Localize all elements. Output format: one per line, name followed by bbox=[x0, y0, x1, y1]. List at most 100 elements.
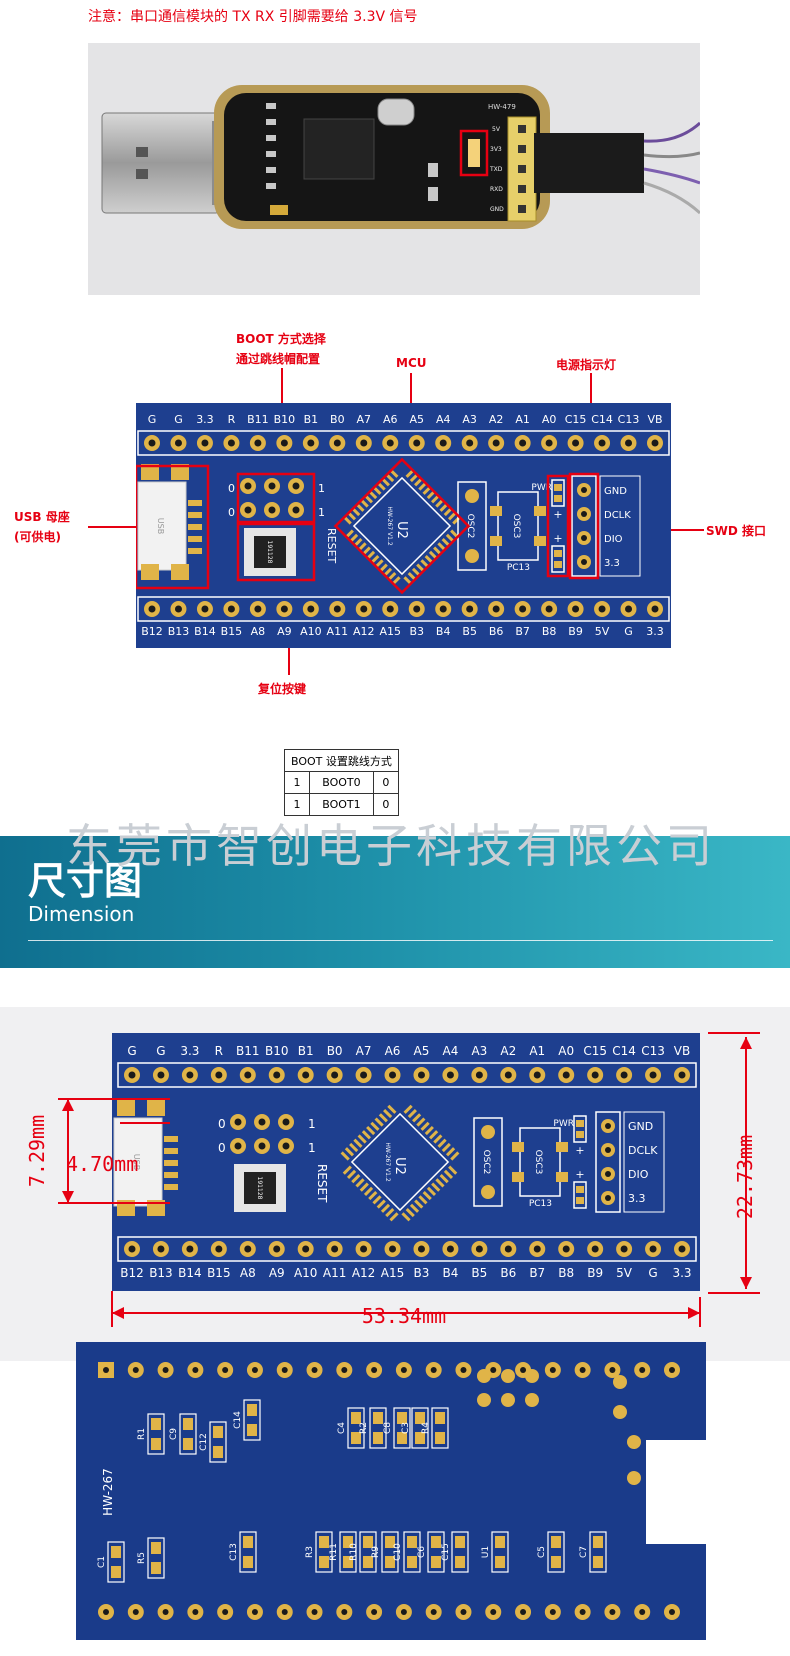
usb-signal-pad bbox=[188, 524, 202, 530]
bottom-top-hole bbox=[609, 1367, 616, 1373]
pc13-label: PC13 bbox=[507, 563, 530, 573]
bottom-component-pad bbox=[407, 1536, 417, 1548]
table-cell: 0 bbox=[372, 793, 399, 816]
annotation-usb-line2: (可供电) bbox=[14, 530, 61, 544]
mcu-pin bbox=[403, 1104, 413, 1114]
boot-pin-hole bbox=[268, 506, 276, 514]
bottom-pin-label: B5 bbox=[471, 1266, 487, 1280]
usb-plug bbox=[101, 112, 221, 214]
bottom-component-label: C4 bbox=[337, 1422, 347, 1434]
top-pin-label: A7 bbox=[356, 1044, 372, 1058]
reset-label: RESET bbox=[315, 1164, 329, 1203]
bottom-via-pad bbox=[525, 1369, 539, 1383]
bottom-component-outline bbox=[347, 1407, 365, 1449]
mcu-pin bbox=[450, 1151, 460, 1161]
top-pin-outline bbox=[137, 430, 670, 456]
bottom-component-pad bbox=[551, 1536, 561, 1548]
bottom-component-pad bbox=[343, 1556, 353, 1568]
mcu-pin bbox=[414, 1199, 424, 1209]
bottom-top-hole bbox=[103, 1367, 109, 1373]
osc2-pad bbox=[481, 1125, 495, 1139]
mcu-pin bbox=[409, 1203, 420, 1213]
pwr-label: PWR bbox=[531, 483, 552, 493]
pc13-led-polarity: + bbox=[575, 1168, 584, 1181]
bottom-pin-label: B6 bbox=[489, 625, 504, 638]
swd-pin-label: 3.3 bbox=[628, 1192, 646, 1205]
bottom-pin-label: A15 bbox=[381, 1266, 404, 1280]
bottom-component-label: C6 bbox=[417, 1546, 427, 1558]
bottom-pin-label: B3 bbox=[409, 625, 424, 638]
bottom-pin-label: A8 bbox=[240, 1266, 256, 1280]
usb-signal-pad bbox=[164, 1172, 178, 1178]
highlight-mcu bbox=[333, 457, 471, 595]
bottom-component-outline bbox=[547, 1531, 565, 1573]
dimension-height-22: 22.73mm bbox=[733, 1135, 757, 1219]
osc2-outline bbox=[457, 481, 487, 571]
bottom-via-pad bbox=[501, 1393, 515, 1407]
boot-label-1a: 1 bbox=[308, 1117, 316, 1131]
swd-outline bbox=[571, 475, 597, 577]
bottom-component-outline bbox=[427, 1531, 445, 1573]
pc13-led-pad bbox=[554, 550, 562, 557]
mcu-pin bbox=[420, 1121, 430, 1131]
top-pin-label: A1 bbox=[515, 413, 530, 426]
bottom-component-pad bbox=[343, 1536, 353, 1548]
osc3-label: OSC3 bbox=[533, 1150, 543, 1175]
mcu-pin bbox=[431, 1182, 441, 1192]
pin-label-gnd: GND bbox=[490, 206, 504, 213]
bottom-top-hole bbox=[400, 1367, 407, 1373]
mcu-pin bbox=[340, 1151, 350, 1161]
bottom-component-pad bbox=[455, 1536, 465, 1548]
mcu-pin bbox=[363, 1186, 374, 1196]
bottom-pin-label: G bbox=[648, 1266, 657, 1280]
bottom-pin-hole bbox=[651, 605, 659, 613]
top-pin-hole bbox=[492, 439, 500, 447]
mcu-pin bbox=[346, 1169, 357, 1179]
top-pin-hole bbox=[307, 439, 315, 447]
module-label: HW-479 bbox=[488, 103, 516, 111]
bottom-via-pad bbox=[477, 1393, 491, 1407]
mcu-pin bbox=[355, 1178, 365, 1188]
bottom-top-hole bbox=[251, 1367, 258, 1373]
osc3-pad bbox=[490, 506, 502, 516]
top-pin-label: A5 bbox=[414, 1044, 430, 1058]
bottom-lower-hole bbox=[103, 1609, 109, 1615]
annotation-power-led: 电源指示灯 bbox=[556, 358, 617, 372]
mcu-pin bbox=[359, 1182, 369, 1192]
usb-shield-pad bbox=[141, 464, 159, 480]
top-pin-label: A0 bbox=[542, 413, 557, 426]
bottom-lower-hole bbox=[400, 1609, 407, 1615]
top-pin-label: A6 bbox=[385, 1044, 401, 1058]
osc3-pad bbox=[556, 1142, 568, 1152]
top-pin-label: A4 bbox=[442, 1044, 458, 1058]
bottom-pin-label: B7 bbox=[529, 1266, 545, 1280]
top-pin-label: A7 bbox=[357, 413, 372, 426]
mcu-pin bbox=[376, 1199, 386, 1209]
dimension-width-4: 4.70mm bbox=[66, 1152, 138, 1176]
bottom-via-pad bbox=[613, 1375, 627, 1389]
bottom-lower-hole bbox=[341, 1609, 348, 1615]
jumper-highlight bbox=[459, 129, 489, 177]
bottom-pin-hole bbox=[439, 605, 447, 613]
bottom-pin-label: A8 bbox=[251, 625, 266, 638]
top-pin-label: A4 bbox=[436, 413, 451, 426]
top-pin-label: C14 bbox=[591, 413, 613, 426]
bottom-via-pad bbox=[613, 1405, 627, 1419]
company-watermark: 东莞市智创电子科技有限公司 bbox=[66, 819, 716, 873]
usb-connector bbox=[113, 1117, 163, 1207]
top-pin-label: 3.3 bbox=[196, 413, 214, 426]
bottom-component-pad bbox=[435, 1432, 445, 1444]
annotation-swd: SWD 接口 bbox=[706, 524, 767, 538]
mcu-pin bbox=[426, 1186, 437, 1196]
mcu-pin bbox=[389, 1212, 399, 1222]
top-pin-hole bbox=[519, 439, 527, 447]
osc3-pad bbox=[556, 1172, 568, 1182]
usb-signal-pad bbox=[188, 548, 202, 554]
bottom-component-pad bbox=[415, 1412, 425, 1424]
bottom-component-pad bbox=[593, 1536, 603, 1548]
boot-label-1a: 1 bbox=[318, 482, 325, 495]
annotation-mcu: MCU bbox=[396, 356, 427, 370]
mcu-pin bbox=[441, 1142, 451, 1153]
